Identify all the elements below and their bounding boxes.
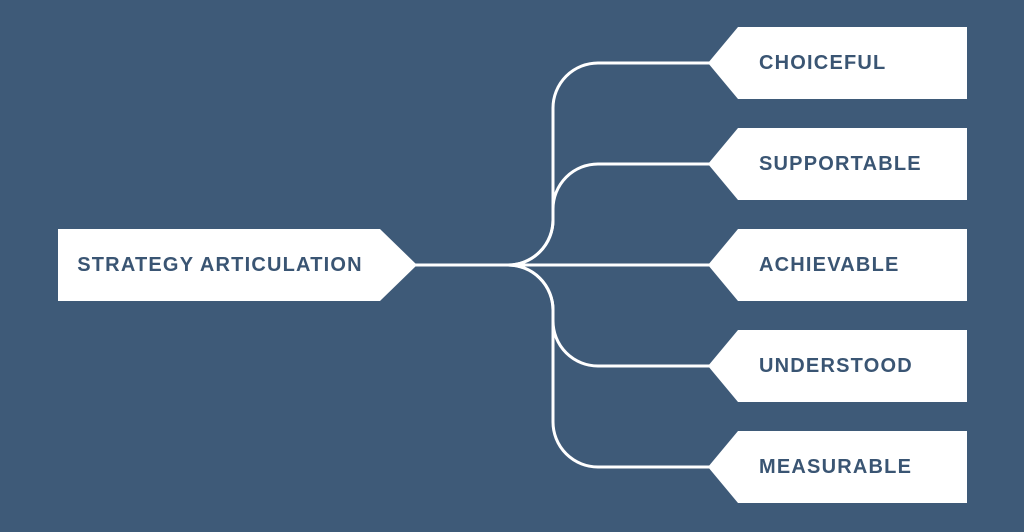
branch-node-label-choiceful: CHOICEFUL <box>759 51 887 74</box>
branch-node-shape-achievable <box>708 229 967 301</box>
root-node-shape <box>58 229 417 301</box>
connector-understood <box>415 263 710 368</box>
branch-node-shape-supportable <box>708 128 967 200</box>
node-shapes <box>58 27 967 503</box>
branch-node-label-achievable: ACHIEVABLE <box>759 253 900 276</box>
branch-node-shape-understood <box>708 330 967 402</box>
branch-node-label-understood: UNDERSTOOD <box>759 354 913 377</box>
connector-lines <box>415 61 710 469</box>
root-node-label: STRATEGY ARTICULATION <box>77 253 363 276</box>
branch-node-label-supportable: SUPPORTABLE <box>759 152 922 175</box>
connector-measurable <box>415 263 710 469</box>
connector-supportable <box>415 162 710 267</box>
branch-node-label-measurable: MEASURABLE <box>759 455 913 478</box>
branch-node-shape-choiceful <box>708 27 967 99</box>
branch-node-shape-measurable <box>708 431 967 503</box>
